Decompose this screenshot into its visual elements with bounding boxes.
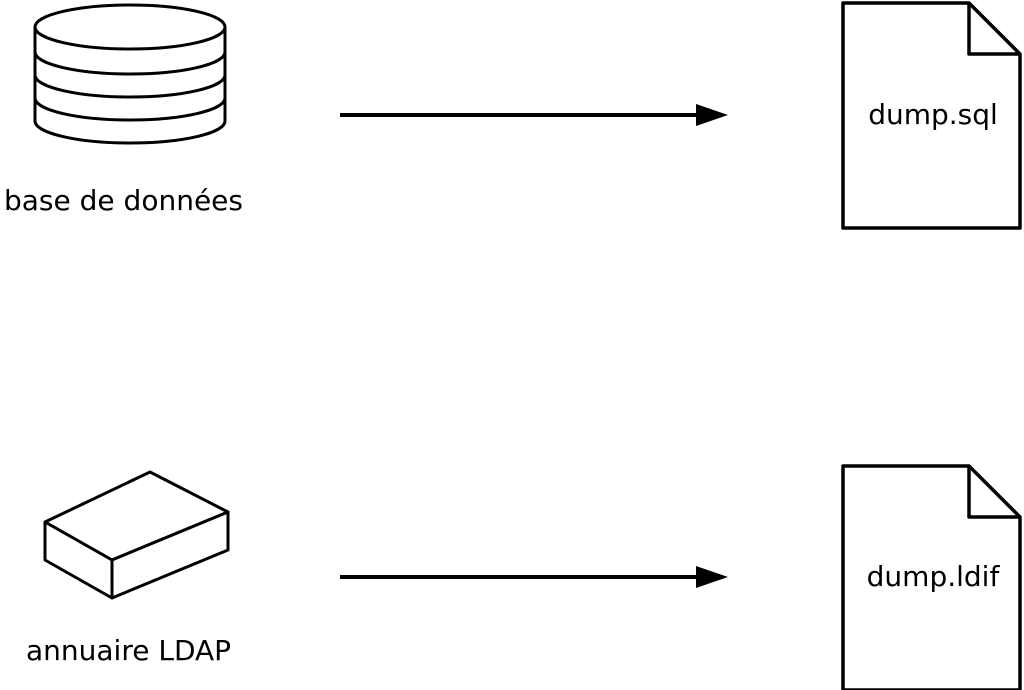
database-cylinder-icon [33, 3, 227, 145]
document-file-icon [841, 464, 1022, 690]
file-label-sql: dump.sql [868, 98, 998, 131]
arrow-right-icon [340, 566, 728, 588]
source-label-database: base de données [4, 184, 243, 217]
ldap-box-icon [43, 470, 230, 600]
file-label-ldif: dump.ldif [866, 560, 1000, 593]
document-file-icon [841, 1, 1022, 230]
arrow-right-icon [340, 104, 728, 126]
source-label-ldap: annuaire LDAP [26, 634, 232, 667]
